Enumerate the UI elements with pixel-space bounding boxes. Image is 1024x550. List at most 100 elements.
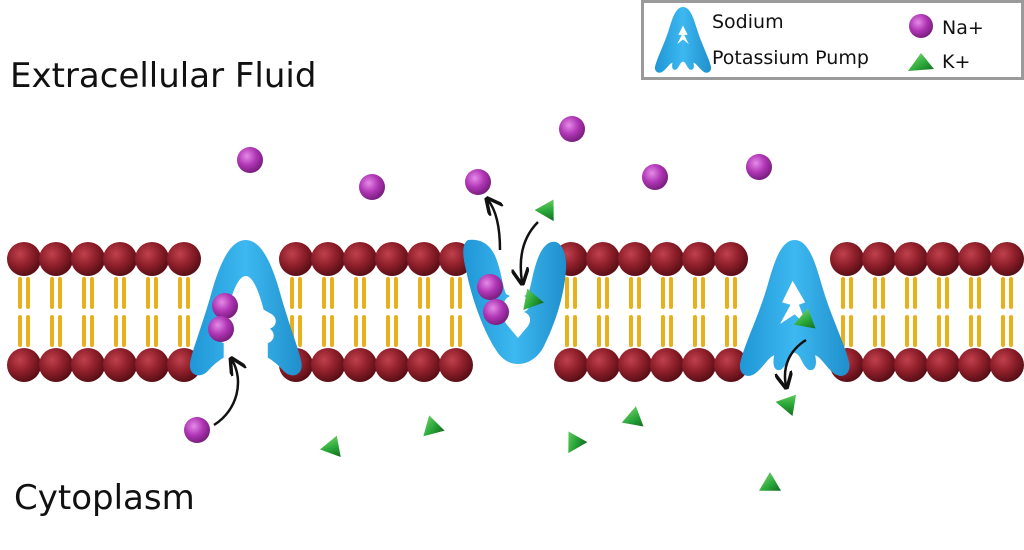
lipid-tail: [597, 315, 601, 347]
lipid-tail: [1009, 315, 1013, 347]
phospholipid-head: [650, 348, 684, 382]
phospholipid-head: [714, 242, 748, 276]
lipid-tail: [18, 315, 22, 347]
lipid-tail: [841, 315, 845, 347]
lipid-tail: [146, 315, 150, 347]
lipid-tail: [394, 315, 398, 347]
transport-arrow: [488, 200, 500, 251]
lipid-tail: [881, 315, 885, 347]
phospholipid-head: [894, 348, 928, 382]
lipid-tail: [701, 277, 705, 309]
lipid-tail: [90, 277, 94, 309]
lipid-tail: [426, 315, 430, 347]
phospholipid-head: [894, 242, 928, 276]
lipid-tail: [362, 277, 366, 309]
lipid-tail: [937, 315, 941, 347]
phospholipid-pair: [586, 242, 620, 382]
lipid-tail: [58, 315, 62, 347]
lipid-tail: [394, 277, 398, 309]
extracellular-fluid-label: Extracellular Fluid: [10, 56, 317, 96]
lipid-tail: [669, 315, 673, 347]
phospholipid-pair: [682, 242, 716, 382]
lipid-tail: [186, 315, 190, 347]
phospholipid-head: [311, 348, 345, 382]
phospholipid-head: [71, 348, 105, 382]
lipid-tail: [701, 315, 705, 347]
potassium-ion: [793, 308, 816, 329]
lipid-tail: [122, 277, 126, 309]
potassium-ion: [621, 406, 644, 427]
potassium-ion: [320, 435, 341, 457]
lipid-tail: [945, 315, 949, 347]
lipid-tail: [661, 315, 665, 347]
lipid-tail: [178, 277, 182, 309]
phospholipid-head: [7, 242, 41, 276]
lipid-tail: [26, 277, 30, 309]
lipid-tail: [122, 315, 126, 347]
phospholipid-head: [375, 242, 409, 276]
phospholipid-head: [407, 242, 441, 276]
phospholipid-head: [714, 348, 748, 382]
lipid-tail: [386, 315, 390, 347]
lipid-tail: [418, 277, 422, 309]
lipid-tail: [977, 277, 981, 309]
phospholipid-head: [586, 348, 620, 382]
phospholipid-pair: [135, 242, 169, 382]
phospholipid-head: [650, 242, 684, 276]
potassium-ion: [568, 431, 588, 454]
lipid-tail: [629, 277, 633, 309]
lipid-tail: [290, 277, 294, 309]
lipid-tail: [450, 277, 454, 309]
legend: Sodium Potassium Pump Na+ K+: [641, 0, 1024, 80]
lipid-tail: [693, 315, 697, 347]
lipid-tail: [573, 315, 577, 347]
potassium-ion: [523, 288, 544, 310]
lipid-tail: [849, 277, 853, 309]
phospholipid-head: [554, 348, 588, 382]
phospholipid-head: [990, 242, 1024, 276]
lipid-tail: [82, 277, 86, 309]
sodium-ion: [477, 274, 503, 300]
lipid-tail: [458, 277, 462, 309]
lipid-tail: [50, 277, 54, 309]
lipid-tail: [605, 277, 609, 309]
phospholipid-head: [618, 348, 652, 382]
sodium-ion: [359, 174, 385, 200]
lipid-tail: [450, 315, 454, 347]
phospholipid-pair: [375, 242, 409, 382]
phospholipid-head: [135, 348, 169, 382]
phospholipid-pair: [554, 242, 588, 382]
phospholipid-pair: [7, 242, 41, 382]
phospholipid-head: [103, 242, 137, 276]
lipid-tail: [58, 277, 62, 309]
cytoplasm-label: Cytoplasm: [14, 478, 195, 518]
lipid-tail: [849, 315, 853, 347]
phospholipid-pair: [926, 242, 960, 382]
lipid-tail: [146, 277, 150, 309]
lipid-tail: [330, 315, 334, 347]
potassium-ion: [423, 415, 445, 437]
phospholipid-head: [926, 348, 960, 382]
phospholipid-head: [167, 242, 201, 276]
phospholipid-bilayer: [7, 242, 1024, 382]
legend-k-icon: [908, 53, 934, 71]
transport-arrow: [521, 221, 539, 282]
potassium-ion: [775, 394, 797, 416]
phospholipid-pair: [990, 242, 1024, 382]
lipid-tail: [82, 315, 86, 347]
phospholipid-pair: [894, 242, 928, 382]
transport-arrow: [785, 338, 807, 386]
lipid-tail: [298, 277, 302, 309]
ions-layer: [184, 116, 816, 491]
lipid-tail: [637, 315, 641, 347]
sodium-ion: [642, 164, 668, 190]
phospholipid-head: [682, 348, 716, 382]
sodium-ion: [465, 169, 491, 195]
phospholipid-pair: [618, 242, 652, 382]
phospholipid-head: [343, 242, 377, 276]
potassium-ion: [534, 199, 554, 222]
phospholipid-pair: [958, 242, 992, 382]
lipid-tail: [969, 277, 973, 309]
lipid-tail: [354, 315, 358, 347]
lipid-tail: [913, 277, 917, 309]
